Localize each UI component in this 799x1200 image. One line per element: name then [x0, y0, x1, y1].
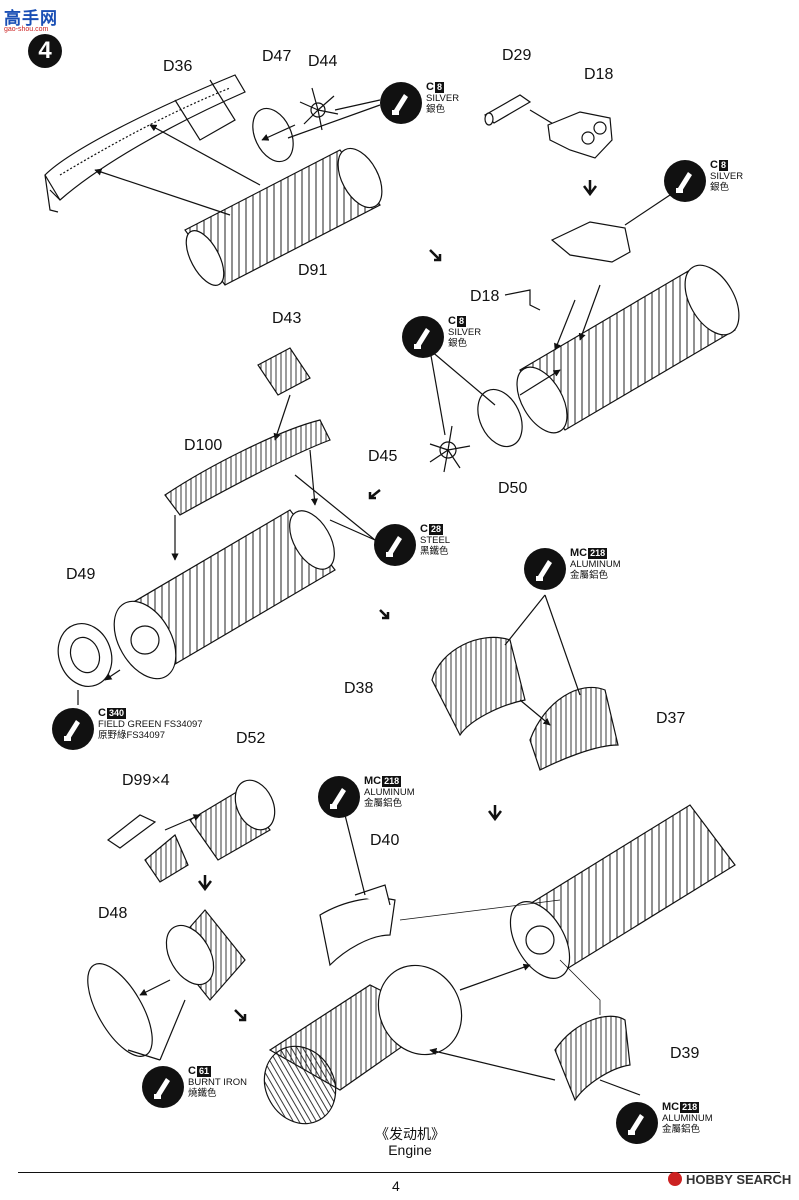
label-d43: D43	[272, 310, 302, 327]
paint-brush-icon	[52, 708, 94, 750]
label-d38: D38	[344, 680, 374, 697]
label-d48: D48	[98, 905, 128, 922]
label-d18-top: D18	[584, 66, 614, 83]
part-d18-assembled-drawing	[550, 221, 631, 263]
part-d100-drawing	[164, 419, 331, 516]
label-d44: D44	[308, 53, 338, 70]
part-d48-drawing	[87, 963, 153, 1057]
hobby-search-watermark: HOBBY SEARCH	[668, 1172, 791, 1187]
engine-final-drawing	[509, 804, 736, 979]
label-d47: D47	[262, 48, 292, 65]
label-d100: D100	[184, 437, 223, 454]
label-d36: D36	[163, 58, 193, 75]
part-d49-drawing	[57, 623, 113, 687]
paint-brush-icon	[374, 524, 416, 566]
part-d29-drawing	[483, 94, 532, 126]
nozzle-lower-center-drawing	[263, 964, 463, 1125]
paint-brush-icon	[616, 1102, 658, 1144]
part-d36-drawing	[44, 74, 246, 213]
part-d91-drawing	[184, 147, 383, 286]
engine-core-middle-drawing	[113, 509, 336, 680]
label-d39: D39	[670, 1045, 700, 1062]
part-d44-drawing	[299, 87, 339, 131]
label-d37: D37	[656, 710, 686, 727]
label-d49: D49	[66, 566, 96, 583]
part-d39-drawing	[554, 1015, 631, 1102]
footer-divider	[18, 1172, 780, 1173]
label-d52: D52	[236, 730, 266, 747]
paint-brush-icon	[524, 548, 566, 590]
page-number: 4	[392, 1178, 400, 1194]
paint-brush-icon	[142, 1066, 184, 1108]
part-d43-drawing	[257, 347, 311, 396]
paint-brush-icon	[402, 316, 444, 358]
part-d18-drawing	[547, 111, 613, 159]
label-d99: D99×4	[122, 772, 170, 789]
step-number-badge: 4	[28, 34, 62, 68]
engine-core-upper-drawing	[516, 264, 740, 434]
paint-brush-icon	[664, 160, 706, 202]
site-logo: 高手网 gao-shou.com	[4, 9, 58, 33]
paint-brush-icon	[318, 776, 360, 818]
caption-cn: 《发动机》	[375, 1126, 445, 1142]
paint-brush-icon	[380, 82, 422, 124]
nozzle-lower-left-drawing	[165, 909, 246, 1001]
caption-en: Engine	[388, 1142, 432, 1158]
section-caption: 《发动机》 Engine	[360, 1126, 460, 1158]
label-d40: D40	[370, 832, 400, 849]
part-d45-drawing	[429, 425, 471, 473]
part-d38-drawing	[431, 636, 526, 737]
label-d91: D91	[298, 262, 328, 279]
label-d45: D45	[368, 448, 398, 465]
part-d99-drawing	[106, 814, 189, 883]
label-d50: D50	[498, 480, 528, 497]
part-d52-drawing	[189, 779, 276, 861]
label-d29: D29	[502, 47, 532, 64]
part-d37-drawing	[529, 686, 619, 771]
label-d18-mid: D18	[470, 288, 500, 305]
hobby-search-logo-icon	[668, 1172, 682, 1186]
part-d40-drawing	[319, 884, 396, 967]
part-d50-drawing	[477, 388, 523, 448]
